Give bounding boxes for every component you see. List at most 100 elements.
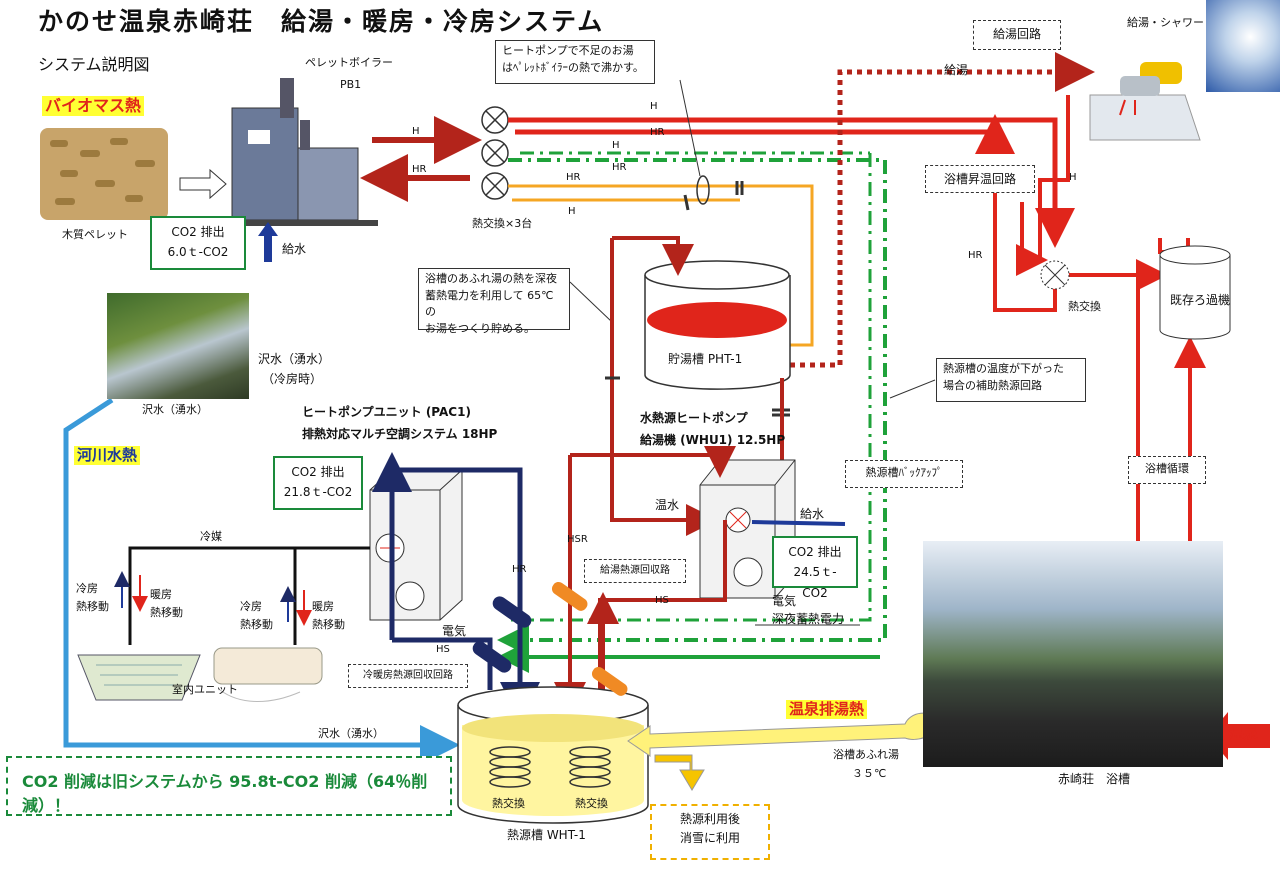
co2-label: CO2 排出 <box>291 465 345 479</box>
note-line: お湯をつくり貯める。 <box>425 321 535 335</box>
note-line: 場合の補助熱源回路 <box>943 378 1042 392</box>
note-hp-shortage: ヒートポンプで不足のお湯 はﾍﾟﾚｯﾄﾎﾞｲﾗｰの熱で沸かす。 <box>495 40 655 84</box>
label-H: H <box>1069 172 1077 183</box>
filter-machine <box>1159 245 1231 340</box>
cooling-move-label: 冷房 <box>76 582 98 595</box>
cooling-move-label: 熱移動 <box>76 600 109 613</box>
pac-subtitle: 排熱対応マルチ空調システム 18HP <box>302 427 498 441</box>
bath-circulation-box: 浴槽循環 <box>1128 456 1206 484</box>
heating-move-label: 熱移動 <box>150 606 183 619</box>
co2-summary: CO2 削減は旧システムから 95.8t-CO2 削減（64％削減）！ <box>6 756 452 816</box>
water-supply-arrow <box>258 222 278 262</box>
co2-value: 24.5ｔ-CO2 <box>793 565 837 600</box>
pellet-feed-arrow <box>179 168 227 200</box>
label-H: H <box>612 140 620 151</box>
sawamizu-line-label: 沢水（湧水） <box>318 727 384 740</box>
exchanger-label: 熱交換×3台 <box>472 217 533 230</box>
source-tank-exchanger-a: 熱交換 <box>492 797 525 810</box>
wahp-subtitle: 給湯機 (WHU1) 12.5HP <box>640 433 786 447</box>
indoor-wall-unit <box>213 647 323 702</box>
night-power-label: 深夜蓄熱電力 <box>772 612 845 626</box>
snow-line: 消雪に利用 <box>679 831 740 846</box>
note-line: 浴槽のあふれ湯の熱を深夜 <box>425 272 557 285</box>
boiler-code: PB1 <box>340 78 362 91</box>
tank-inlet-pipes <box>472 581 628 696</box>
pellet-label: 木質ペレット <box>62 228 128 241</box>
river-photo <box>107 293 249 399</box>
label-HR: HR <box>968 250 983 261</box>
pellet-boiler <box>228 78 378 226</box>
source-tank-label: 熱源槽 WHT-1 <box>507 828 586 842</box>
shower-label: 給湯・シャワー <box>1127 16 1204 29</box>
bath-name-label: 赤崎荘 浴槽 <box>1058 772 1131 786</box>
electric-label: 電気 <box>772 594 797 608</box>
label-HS: HS <box>436 644 450 655</box>
page-subtitle: システム説明図 <box>38 55 150 74</box>
onsen-inflow-arrow <box>1208 712 1270 760</box>
pac-title: ヒートポンプユニット (PAC1) <box>302 405 471 419</box>
co2-label: CO2 排出 <box>171 225 225 239</box>
storage-tank-label: 貯湯槽 PHT-1 <box>668 352 743 366</box>
source-tank-wht1 <box>457 686 649 824</box>
sawamizu-photo-label: 沢水（湧水） <box>142 403 208 416</box>
source-tank-exchanger-b: 熱交換 <box>575 797 608 810</box>
note-backup: 熱源槽の温度が下がった 場合の補助熱源回路 <box>936 358 1086 402</box>
label-HR: HR <box>566 172 581 183</box>
cooling-move-label: 熱移動 <box>240 618 273 631</box>
kyuto-recover-box: 給湯熱源回収路 <box>584 559 686 583</box>
note-overflow-store: 浴槽のあふれ湯の熱を深夜 蓄熱電力を利用して 65℃の お湯をつくり貯める。 <box>418 268 570 335</box>
overflow-temp: ３５℃ <box>852 767 887 780</box>
note-line: ヒートポンプで不足のお湯 <box>502 44 634 57</box>
snow-use-arrow <box>654 754 705 791</box>
biomass-label: バイオマス熱 <box>42 96 145 116</box>
bath-heat-exchanger <box>1040 260 1070 290</box>
boiler-name: ペレットボイラー <box>305 56 393 69</box>
co2-label: CO2 排出 <box>788 545 842 559</box>
overflow-label: 浴槽あふれ湯 <box>833 748 899 761</box>
kyuto-circuit-box: 給湯回路 <box>973 20 1061 50</box>
label-HR: HR <box>512 564 527 575</box>
sawamizu-cooling-label: 沢水（湧水） <box>258 352 331 366</box>
heat-pump-unit-pac1 <box>369 469 463 621</box>
label-HS: HS <box>655 595 669 606</box>
faucet-illustration <box>1089 62 1201 141</box>
co2-value: 6.0ｔ-CO2 <box>167 245 229 260</box>
storage-tank <box>644 260 791 390</box>
co2-box-boiler: CO2 排出 6.0ｔ-CO2 <box>150 216 246 270</box>
shower-photo <box>1206 0 1280 92</box>
reidan-recover-box: 冷暖房熱源回収回路 <box>348 664 468 688</box>
label-HSR: HSR <box>567 534 588 545</box>
heating-move-label: 暖房 <box>150 588 172 601</box>
indoor-unit-label: 室内ユニット <box>172 683 238 696</box>
bath-exchanger-label: 熱交換 <box>1068 300 1101 313</box>
cooling-move-label: 冷房 <box>240 600 262 613</box>
page-title: かのせ温泉赤崎荘 給湯・暖房・冷房システム <box>38 7 605 36</box>
heat-exchanger-stack <box>481 106 509 200</box>
hot-water-label: 温水 <box>655 498 680 512</box>
bath-photo <box>923 541 1223 767</box>
backup-loop-box: 熱源槽ﾊﾞｯｸｱｯﾌﾟ <box>845 460 963 488</box>
note-line: 蓄熱電力を利用して 65℃の <box>425 288 554 319</box>
onsen-drain-label: 温泉排湯熱 <box>786 700 868 719</box>
bath-heat-circuit-box: 浴槽昇温回路 <box>925 165 1035 193</box>
note-line: 熱源槽の温度が下がった <box>943 362 1064 375</box>
heating-move-label: 熱移動 <box>312 618 345 631</box>
label-H: H <box>412 126 420 137</box>
note-line: はﾍﾟﾚｯﾄﾎﾞｲﾗｰの熱で沸かす。 <box>502 60 644 74</box>
refrigerant-label: 冷媒 <box>200 530 222 543</box>
snow-use-box: 熱源利用後 消雪に利用 <box>650 804 770 860</box>
label-HR: HR <box>412 164 427 175</box>
co2-box-whu: CO2 排出 24.5ｔ-CO2 <box>772 536 858 600</box>
label-HR: HR <box>612 162 627 173</box>
sawamizu-cooling-label: （冷房時） <box>262 372 323 386</box>
wahp-title: 水熱源ヒートポンプ <box>640 411 748 425</box>
label-H: H <box>650 101 658 112</box>
snow-line: 熱源利用後 <box>679 812 740 826</box>
water-in-label: 給水 <box>282 242 307 256</box>
onsen-label: 温泉 <box>1228 724 1259 742</box>
co2-value: 21.8ｔ-CO2 <box>283 485 353 500</box>
pellet-pile <box>40 128 168 220</box>
label-HR: HR <box>650 127 665 138</box>
